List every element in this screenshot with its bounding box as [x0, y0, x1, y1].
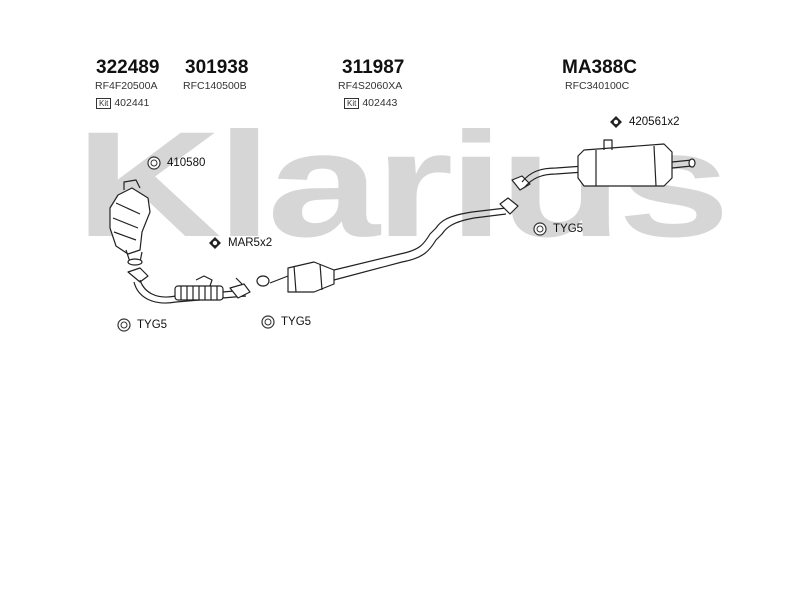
kit-label-3: Kit 402443 — [344, 97, 397, 109]
kit-number-3: 402443 — [362, 97, 398, 109]
callout-text: TYG5 — [553, 223, 584, 235]
front-downpipe — [127, 267, 251, 304]
callout-tyg5-left: TYG5 — [117, 318, 167, 332]
rubber-hanger-icon — [209, 237, 221, 249]
callout-text: 410580 — [167, 157, 206, 169]
callout-text: 420561x2 — [629, 116, 680, 128]
part-ref-4: RFC340100C — [565, 80, 630, 92]
callout-tyg5-right: TYG5 — [533, 222, 583, 236]
callout-tyg5-mid: TYG5 — [261, 315, 311, 329]
part-number-1: 322489 — [96, 57, 160, 78]
rubber-hanger-icon — [610, 116, 622, 128]
ring-gasket-icon — [117, 318, 131, 332]
callout-text: MAR5x2 — [228, 237, 273, 249]
ring-gasket-icon — [261, 315, 275, 329]
joint-gasket — [256, 275, 270, 287]
kit-badge: Kit — [96, 97, 112, 109]
kit-label-1: Kit 402441 — [96, 97, 149, 109]
callout-mar5: MAR5x2 — [208, 236, 272, 250]
manifold-catalyst — [109, 179, 151, 266]
ring-gasket-icon — [533, 222, 547, 236]
centre-catalyst-pipe — [269, 197, 519, 293]
part-number-3: 311987 — [342, 57, 405, 78]
callout-420561: 420561x2 — [609, 115, 680, 129]
callout-text: TYG5 — [281, 316, 312, 328]
rear-flange — [511, 175, 531, 191]
rear-silencer — [521, 139, 696, 189]
callout-410580: 410580 — [147, 156, 205, 170]
ring-gasket-icon — [147, 156, 161, 170]
part-ref-1: RF4F20500A — [95, 80, 158, 92]
part-number-4: MA388C — [562, 57, 637, 78]
part-ref-2: RFC140500B — [183, 80, 247, 92]
part-ref-3: RF4S2060XA — [338, 80, 403, 92]
kit-number-1: 402441 — [114, 97, 150, 109]
callout-text: TYG5 — [137, 319, 168, 331]
part-number-2: 301938 — [185, 57, 249, 78]
kit-badge: Kit — [344, 97, 360, 109]
